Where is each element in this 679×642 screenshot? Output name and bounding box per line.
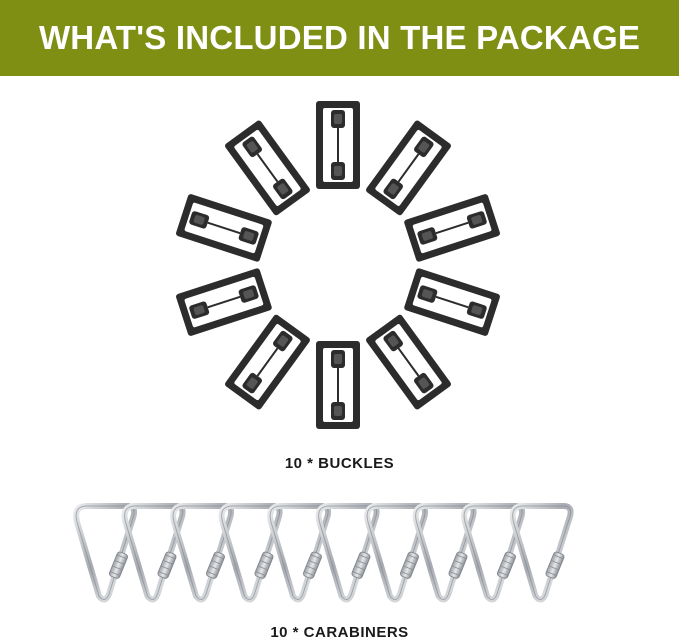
carabiner-group xyxy=(73,503,574,603)
buckle-icon xyxy=(176,268,272,336)
buckle-icon xyxy=(316,101,360,189)
buckle-icon xyxy=(225,120,310,216)
buckle-icon xyxy=(404,268,500,336)
header-banner: WHAT'S INCLUDED IN THE PACKAGE xyxy=(0,0,679,76)
carabiner-icon xyxy=(509,503,574,603)
buckles-caption: 10 * BUCKLES xyxy=(284,455,395,472)
carabiners-caption: 10 * CARABINERS xyxy=(270,624,409,641)
header-title: WHAT'S INCLUDED IN THE PACKAGE xyxy=(38,19,641,56)
buckle-icon xyxy=(366,314,451,410)
package-illustration xyxy=(73,101,574,603)
buckle-icon xyxy=(316,341,360,429)
buckle-icon xyxy=(366,120,451,216)
buckle-icon xyxy=(225,314,310,410)
buckle-icon xyxy=(176,194,272,262)
buckle-icon xyxy=(404,194,500,262)
buckle-group xyxy=(176,101,500,429)
